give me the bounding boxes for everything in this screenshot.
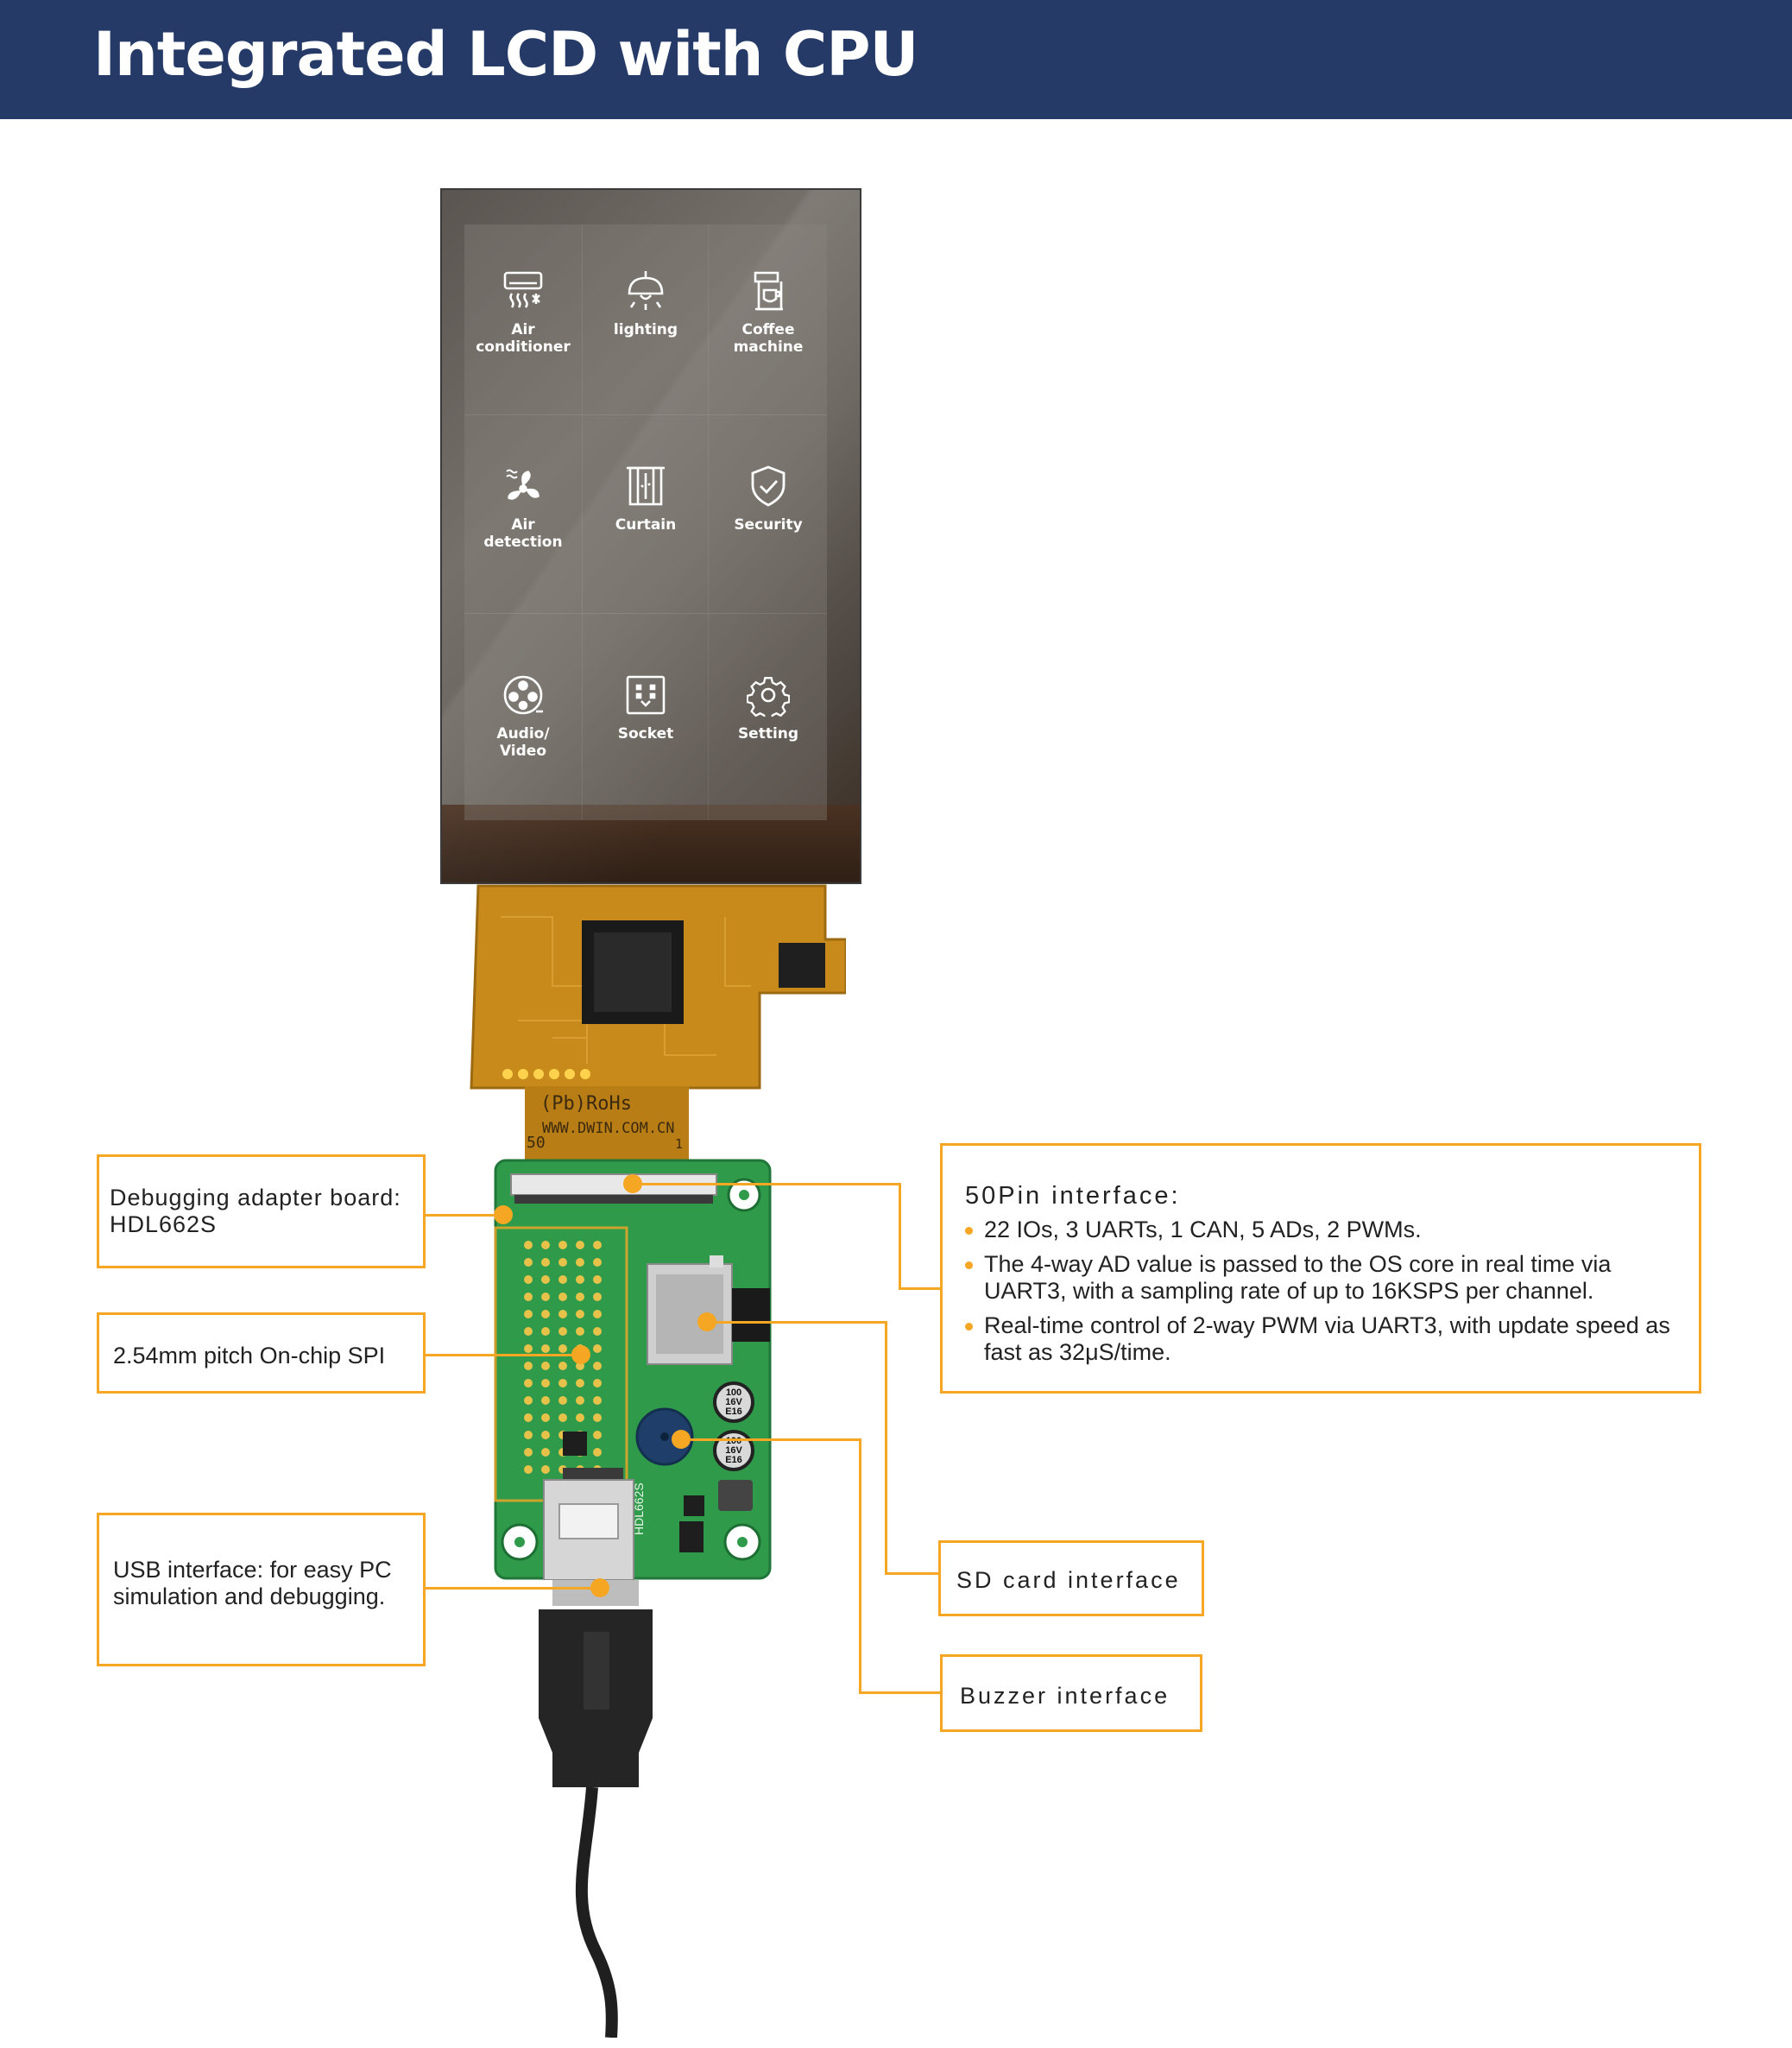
fpc-pin-50-label: 50 [527,1134,546,1152]
callout-sd-card: SD card interface [938,1540,1204,1616]
socket-icon [624,673,667,717]
capacitor [713,1430,754,1471]
fpc-cpu-board [470,884,846,1164]
curtain-icon [624,465,667,508]
panel-divider [464,613,827,614]
coffee-machine-icon [747,269,790,313]
inductor [718,1480,753,1511]
callout-50pin-interface: 50Pin interface: 22 IOs, 3 UARTs, 1 CAN,… [940,1143,1701,1394]
callout-dot [571,1345,590,1364]
tile-label: Air detection [483,516,563,551]
callout-dot [697,1312,716,1331]
tile-lighting[interactable]: lighting [587,224,704,414]
lamp-icon [624,269,667,313]
leader-line [642,1183,901,1185]
panel-divider [582,224,583,820]
tile-air-conditioner[interactable]: Air conditioner [464,224,582,414]
fpc-rohs-marking: (Pb)RoHs [540,1093,632,1115]
callout-text: 2.54mm pitch On-chip SPI [113,1343,386,1368]
lcd-glare [442,190,860,882]
callout-text: Debugging adapter board: HDL662S [110,1185,401,1237]
callout-buzzer: Buzzer interface [940,1654,1202,1732]
tile-label: Coffee machine [733,321,804,356]
callout-usb: USB interface: for easy PC simulation an… [97,1513,426,1666]
leader-line [424,1214,503,1217]
shield-icon [747,465,790,508]
air-conditioner-icon [502,269,545,313]
tile-label: Security [734,516,803,534]
callout-dot [623,1174,642,1193]
leader-line [716,1321,887,1324]
tile-label: Setting [737,725,799,743]
capacitor [713,1381,754,1423]
leader-line [424,1587,600,1590]
adapter-board [494,1159,772,1580]
fan-icon [502,465,545,508]
capacitor-label: 100 16V E16 [725,1387,742,1417]
callout-text: USB interface: for easy PC simulation an… [113,1557,392,1609]
leader-line [899,1287,942,1290]
leader-line [899,1183,901,1290]
leader-line [859,1438,861,1694]
header-bar: Integrated LCD with CPU [0,0,1792,119]
callout-dot [590,1578,609,1597]
tile-setting[interactable]: Setting [710,629,827,819]
page-title: Integrated LCD with CPU [93,19,918,90]
gear-icon [746,673,791,721]
tile-audio-video[interactable]: Audio/ Video [464,629,582,819]
callout-title: 50Pin interface: [965,1182,1181,1210]
lcd-screen: Air conditioner lighting Coffee machine … [440,188,861,884]
board-model-silkscreen: HDL662S [632,1482,646,1535]
usb-cable [539,1580,653,2038]
callout-debug-board: Debugging adapter board: HDL662S [97,1154,426,1268]
leader-line [885,1321,887,1575]
tile-label: Audio/ Video [496,725,550,760]
tile-label: Curtain [615,516,677,534]
feature-list: 22 IOs, 3 UARTs, 1 CAN, 5 ADs, 2 PWMs. T… [965,1217,1699,1374]
panel-divider [708,224,709,820]
tile-socket[interactable]: Socket [587,629,704,819]
fpc-pin-1-label: 1 [675,1136,684,1152]
lcd-background-floor [442,805,860,882]
tile-air-detection[interactable]: Air detection [464,420,582,610]
tile-coffee-machine[interactable]: Coffee machine [710,224,827,414]
flash-chip [779,943,825,988]
capacitor-label: 100 16V E16 [725,1436,742,1465]
film-reel-icon [502,673,545,717]
callout-spi: 2.54mm pitch On-chip SPI [97,1312,426,1394]
panel-divider [464,414,827,415]
tile-curtain[interactable]: Curtain [587,420,704,610]
tile-label: Air conditioner [476,321,571,356]
home-control-panel: Air conditioner lighting Coffee machine … [464,224,827,820]
tile-label: Socket [617,725,674,743]
callout-text: Buzzer interface [960,1683,1170,1709]
feature-item: 22 IOs, 3 UARTs, 1 CAN, 5 ADs, 2 PWMs. [965,1217,1699,1243]
test-pads [502,1069,590,1079]
leader-line [424,1354,579,1356]
feature-item: The 4-way AD value is passed to the OS c… [965,1251,1699,1305]
fpc-url-marking: WWW.DWIN.COM.CN [542,1120,675,1137]
feature-item: Real-time control of 2-way PWM via UART3… [965,1312,1699,1366]
leader-line [691,1438,861,1441]
leader-line [859,1691,940,1694]
tile-label: lighting [613,321,678,338]
callout-dot [672,1430,691,1449]
tile-security[interactable]: Security [710,420,827,610]
callout-dot [494,1205,513,1224]
leader-line [885,1572,940,1575]
callout-text: SD card interface [956,1567,1181,1593]
